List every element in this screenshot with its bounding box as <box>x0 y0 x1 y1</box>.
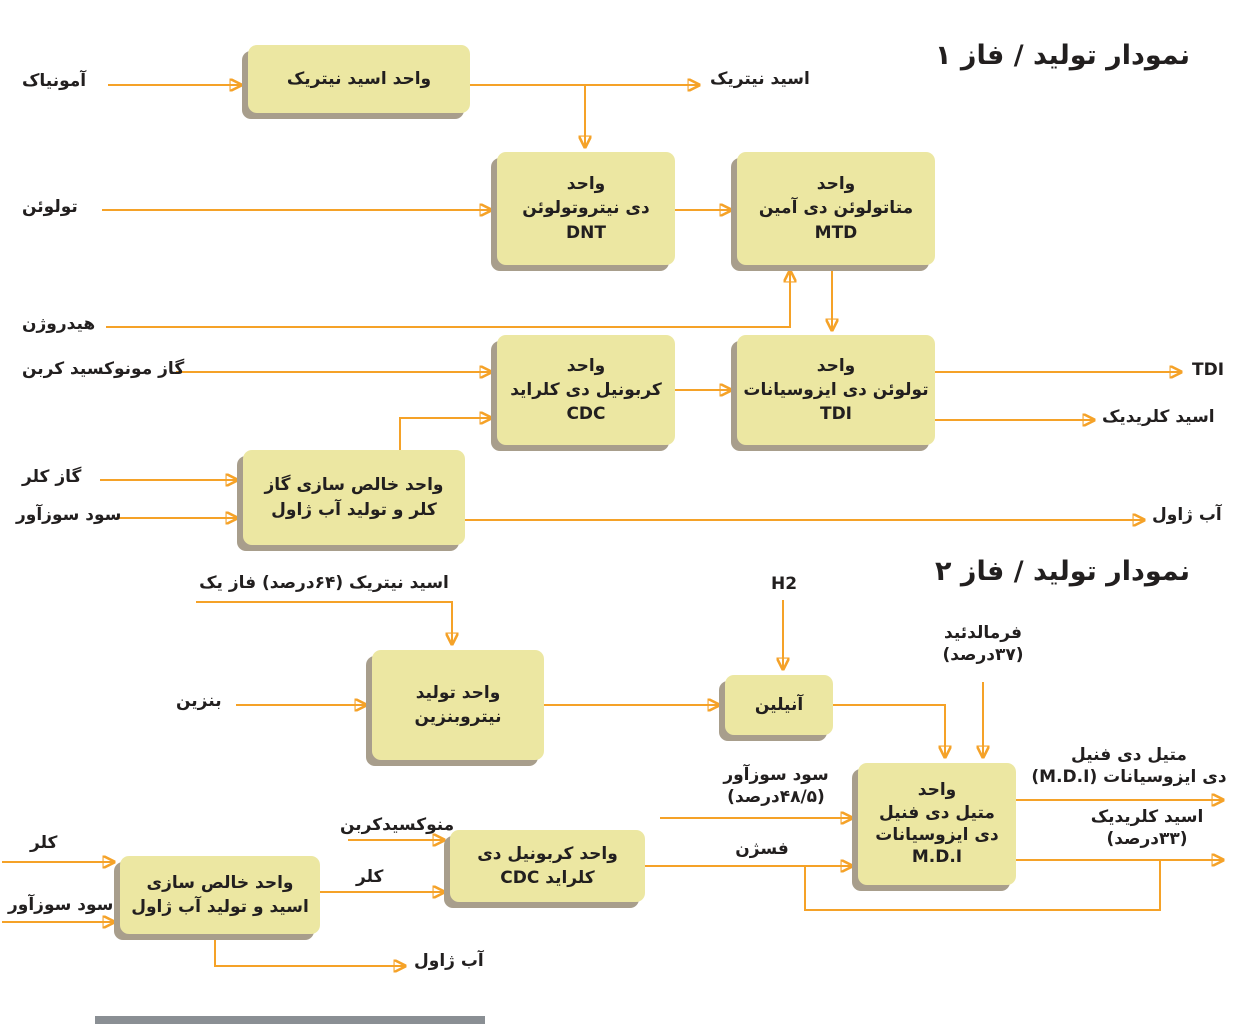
label-caustic-soda-bottom: سود سوزآور <box>8 895 114 915</box>
label-toluene: تولوئن <box>22 197 78 217</box>
edge-recycle-loop <box>804 861 1161 911</box>
unit-dnt-label: واحد دی نیتروتولوئن DNT <box>522 174 650 243</box>
unit-nitric-acid: واحد اسید نیتریک <box>248 45 470 113</box>
unit-nitrobenzene-label: واحد تولید نیتروبنزین <box>414 682 502 727</box>
label-chlorine-gas: گاز کلر <box>22 467 82 487</box>
unit-nitric-acid-label: واحد اسید نیتریک <box>286 68 432 89</box>
edge-aniline-to-mdi <box>833 704 945 757</box>
label-hydrogen: هیدروژن <box>22 314 96 334</box>
label-hydrochloric-33-out: اسید کلریدیک (۳۳درصد) <box>1090 807 1204 850</box>
phase1-title: نمودار تولید / فاز ۱ <box>935 40 1190 71</box>
edge-hydrogen-to-mtd <box>106 271 790 328</box>
unit-mtd: واحد متاتولوئن دی آمین MTD <box>737 152 935 265</box>
edge-nitric64-to-nitrobenzene <box>196 601 452 644</box>
unit-aniline-label: آنیلین <box>754 694 804 715</box>
label-caustic-soda: سود سوزآور <box>16 505 122 525</box>
label-ammonia: آمونیاک <box>22 71 87 91</box>
label-benzene: بنزین <box>176 691 222 711</box>
label-tdi-out: TDI <box>1192 360 1225 380</box>
unit-tdi: واحد تولوئن دی ایزوسیانات TDI <box>737 335 935 445</box>
edge-purification1-to-cdc <box>399 418 491 450</box>
unit-mdi-label: واحد متیل دی فنیل دی ایزوسیانات M.D.I <box>875 780 999 868</box>
phase2-title: نمودار تولید / فاز ۲ <box>935 556 1190 587</box>
label-phosgene: فسژن <box>735 839 789 859</box>
unit-cdc: واحد کربونیل دی کلراید CDC <box>497 335 675 445</box>
unit-chlorine-purification-label: واحد خالص سازی گاز کلر و تولید آب ژاول <box>264 475 444 520</box>
edge-purification2-to-javel-out <box>214 934 405 966</box>
label-caustic-soda-485: سود سوزآور (۴۸/۵درصد) <box>723 765 829 808</box>
label-javel-water-out: آب ژاول <box>1152 505 1222 525</box>
unit-acid-purification: واحد خالص سازی اسید و تولید آب ژاول <box>120 856 320 934</box>
unit-chlorine-purification: واحد خالص سازی گاز کلر و تولید آب ژاول <box>243 450 465 545</box>
label-carbon-monoxide-bottom: منوکسیدکربن <box>340 815 455 835</box>
label-nitric-acid-out: اسید نیتریک <box>710 69 810 89</box>
label-javel-water-out-2: آب ژاول <box>414 951 484 971</box>
unit-mdi: واحد متیل دی فنیل دی ایزوسیانات M.D.I <box>858 763 1016 885</box>
label-chlorine-bottom: کلر <box>30 833 58 853</box>
unit-mtd-label: واحد متاتولوئن دی آمین MTD <box>758 174 914 243</box>
unit-acid-purification-label: واحد خالص سازی اسید و تولید آب ژاول <box>131 872 309 917</box>
unit-dnt: واحد دی نیتروتولوئن DNT <box>497 152 675 265</box>
unit-cdc2: واحد کربونیل دی کلراید CDC <box>450 830 645 902</box>
unit-cdc-label: واحد کربونیل دی کلراید CDC <box>510 355 662 425</box>
label-nitric-acid-64: اسید نیتریک (۶۴درصد) فاز یک <box>199 573 449 593</box>
label-chlorine-to-cdc2: کلر <box>356 867 384 887</box>
label-formaldehyde: فرمالدئید (۳۷درصد) <box>942 623 1024 666</box>
unit-tdi-label: واحد تولوئن دی ایزوسیانات TDI <box>743 355 929 425</box>
label-mdi-out: متیل دی فنیل دی ایزوسیانات (M.D.I) <box>1031 745 1227 788</box>
unit-cdc2-label: واحد کربونیل دی کلراید CDC <box>477 843 618 888</box>
unit-nitrobenzene: واحد تولید نیتروبنزین <box>372 650 544 760</box>
label-hydrochloric-out: اسید کلریدیک <box>1102 407 1215 427</box>
cropped-bottom-artifact <box>95 1016 485 1024</box>
label-h2: H2 <box>770 574 798 594</box>
unit-aniline: آنیلین <box>725 675 833 735</box>
label-carbon-monoxide: گاز مونوکسید کربن <box>22 359 185 379</box>
